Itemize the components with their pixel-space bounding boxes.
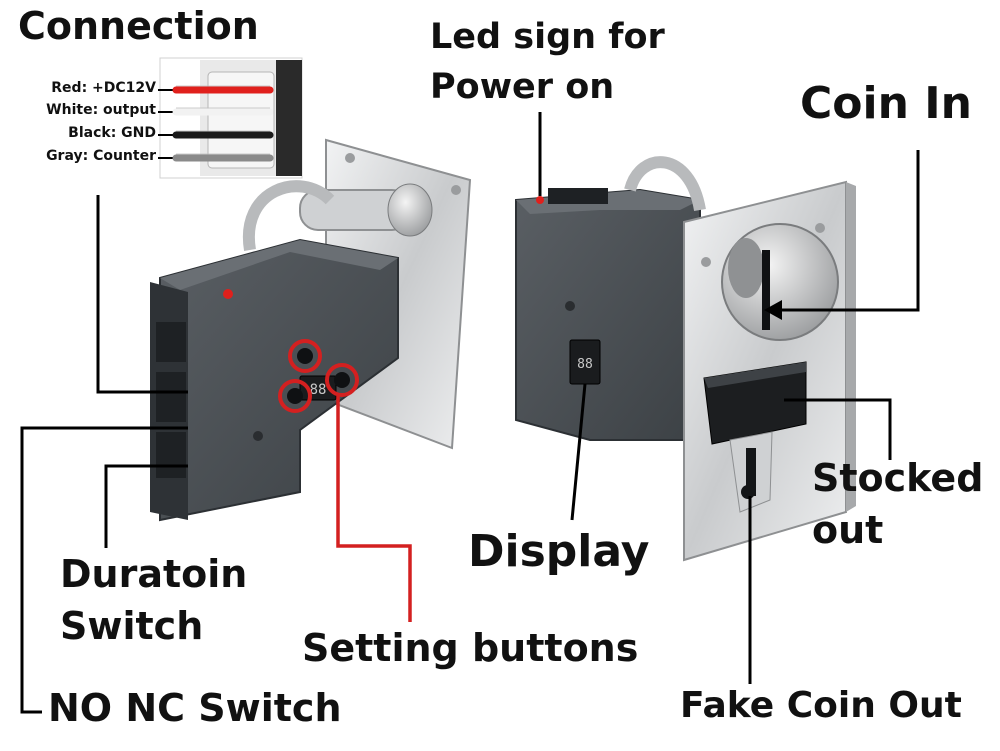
label-duration-line2: Switch	[60, 604, 204, 648]
label-coin-in: Coin In	[800, 78, 972, 129]
svg-text:88: 88	[577, 357, 593, 372]
setting-button-top	[297, 348, 313, 364]
wire-label-white: White: output	[46, 102, 156, 118]
wire-label-gray: Gray: Counter	[46, 148, 156, 164]
wire-label-black: Black: GND	[68, 125, 156, 141]
connection-inset	[158, 57, 303, 179]
leader-duration	[104, 464, 188, 548]
leader-display	[570, 383, 587, 521]
label-duration-switch: Duratoin Switch	[60, 548, 247, 652]
svg-text:88: 88	[310, 382, 327, 398]
setting-button-right	[334, 372, 350, 388]
label-stocked-line2: out	[812, 508, 884, 552]
setting-button-left	[287, 388, 303, 404]
ribbon-cable	[242, 180, 335, 251]
leader-no-nc	[20, 426, 188, 714]
leader-connection	[96, 195, 188, 394]
leader-lines	[20, 112, 920, 714]
left-coin-acceptor: 88	[150, 138, 472, 522]
leader-setting-buttons	[336, 396, 412, 622]
label-led-line1: Led sign for	[430, 17, 665, 57]
label-setting-buttons: Setting buttons	[302, 626, 639, 670]
leader-stocked	[784, 398, 892, 460]
label-stocked-line1: Stocked	[812, 456, 984, 500]
label-duration-line1: Duratoin	[60, 552, 248, 596]
right-housing	[515, 188, 701, 441]
label-display: Display	[468, 526, 650, 577]
label-fake-coin-out: Fake Coin Out	[680, 685, 962, 726]
label-no-nc-switch: NO NC Switch	[48, 686, 342, 730]
wire-label-red: Red: +DC12V	[51, 80, 156, 96]
right-coin-acceptor: 88	[515, 156, 856, 562]
left-power-led	[223, 289, 233, 299]
label-led-sign: Led sign for Power on	[430, 12, 665, 112]
right-power-led	[536, 196, 544, 204]
label-connection: Connection	[18, 4, 259, 48]
label-stocked-out: Stocked out	[812, 452, 983, 556]
leader-coin-in	[772, 150, 920, 312]
coin-in-arrow-icon	[764, 300, 782, 320]
label-led-line2: Power on	[430, 67, 615, 107]
